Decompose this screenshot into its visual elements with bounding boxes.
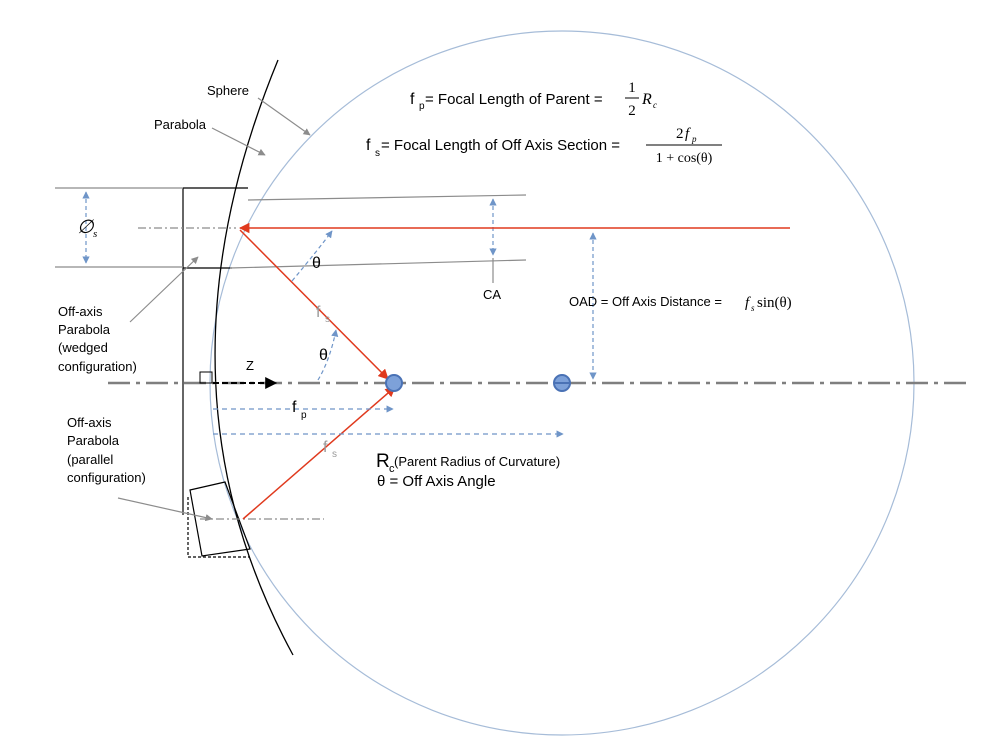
- parallel-oap-label: Off-axis Parabola (parallel configuratio…: [67, 415, 146, 485]
- svg-text:Parabola: Parabola: [67, 433, 120, 448]
- svg-text:p: p: [691, 134, 697, 144]
- svg-text:configuration): configuration): [58, 359, 137, 374]
- fs-label-upper: f s: [316, 304, 330, 325]
- fp-label: f p: [292, 399, 307, 421]
- svg-text:(wedged: (wedged: [58, 340, 108, 355]
- parallel-oap-block: [187, 481, 251, 558]
- svg-text:s: s: [751, 303, 755, 313]
- svg-text:c: c: [653, 100, 657, 110]
- svg-text:1 + cos(θ): 1 + cos(θ): [656, 151, 713, 166]
- sphere-label: Sphere: [207, 83, 249, 98]
- svg-text:R: R: [376, 451, 390, 472]
- svg-text:configuration): configuration): [67, 470, 146, 485]
- ca-top-line: [247, 194, 527, 201]
- theta-arc-bottom: [317, 329, 339, 381]
- svg-text:Parabola: Parabola: [58, 322, 111, 337]
- oad-equation: OAD = Off Axis Distance = f s sin(θ): [569, 294, 792, 313]
- wedged-oap-label: Off-axis Parabola (wedged configuration): [58, 304, 137, 374]
- svg-text:R: R: [641, 91, 652, 108]
- svg-text:f: f: [323, 439, 328, 456]
- sphere-leader: [257, 97, 311, 136]
- theta-label-bottom: θ: [319, 347, 328, 364]
- svg-text:sin(θ): sin(θ): [757, 295, 792, 311]
- reflected-ray-upper: [239, 229, 389, 380]
- parabola-leader: [211, 127, 266, 156]
- fs-equation: f s = Focal Length of Off Axis Section =…: [366, 126, 722, 166]
- svg-text:s: s: [93, 228, 97, 240]
- svg-text:s: s: [375, 148, 380, 159]
- theta-label-top: θ: [312, 255, 321, 272]
- fp-equation: f p = Focal Length of Parent = 1 2 R c: [410, 80, 657, 119]
- parabola-label: Parabola: [154, 117, 207, 132]
- svg-text:Off-axis: Off-axis: [58, 304, 103, 319]
- z-label: Z: [246, 358, 254, 373]
- svg-text:f: f: [292, 399, 297, 416]
- svg-text:f: f: [685, 126, 691, 142]
- svg-text:= Focal Length of Off Axis Sec: = Focal Length of Off Axis Section =: [381, 137, 620, 154]
- svg-text:(parallel: (parallel: [67, 452, 113, 467]
- svg-text:(Parent Radius of Curvature): (Parent Radius of Curvature): [394, 454, 560, 469]
- svg-text:2: 2: [628, 103, 636, 119]
- ca-bottom-line: [229, 259, 527, 269]
- svg-text:1: 1: [628, 80, 636, 96]
- parabola-curve: [214, 59, 294, 656]
- ca-label: CA: [483, 287, 501, 302]
- rc-caption: R c (Parent Radius of Curvature) θ = Off…: [376, 451, 560, 490]
- svg-text:p: p: [301, 410, 307, 421]
- theta-arc-top: [291, 230, 333, 282]
- svg-text:f: f: [745, 295, 751, 311]
- svg-text:s: s: [325, 314, 330, 325]
- diameter-label: ∅ s: [77, 217, 97, 240]
- svg-text:s: s: [332, 449, 337, 460]
- wedged-leader: [129, 256, 199, 323]
- svg-text:θ = Off Axis Angle: θ = Off Axis Angle: [377, 473, 496, 490]
- right-angle-marker: [199, 371, 213, 384]
- svg-text:f: f: [316, 304, 321, 321]
- svg-text:c: c: [389, 463, 395, 475]
- svg-text:f: f: [366, 137, 371, 154]
- svg-text:Off-axis: Off-axis: [67, 415, 112, 430]
- reflected-ray-lower: [242, 386, 396, 520]
- svg-text:2: 2: [676, 126, 684, 142]
- focus-offaxis: [385, 374, 403, 392]
- svg-text:OAD = Off Axis Distance =: OAD = Off Axis Distance =: [569, 294, 722, 309]
- svg-text:p: p: [419, 101, 425, 112]
- fs-label-lower: f s: [323, 439, 337, 460]
- svg-text:= Focal Length of Parent =: = Focal Length of Parent =: [425, 91, 603, 108]
- svg-text:f: f: [410, 91, 415, 108]
- svg-text:∅: ∅: [77, 217, 95, 238]
- parallel-leader: [117, 497, 213, 522]
